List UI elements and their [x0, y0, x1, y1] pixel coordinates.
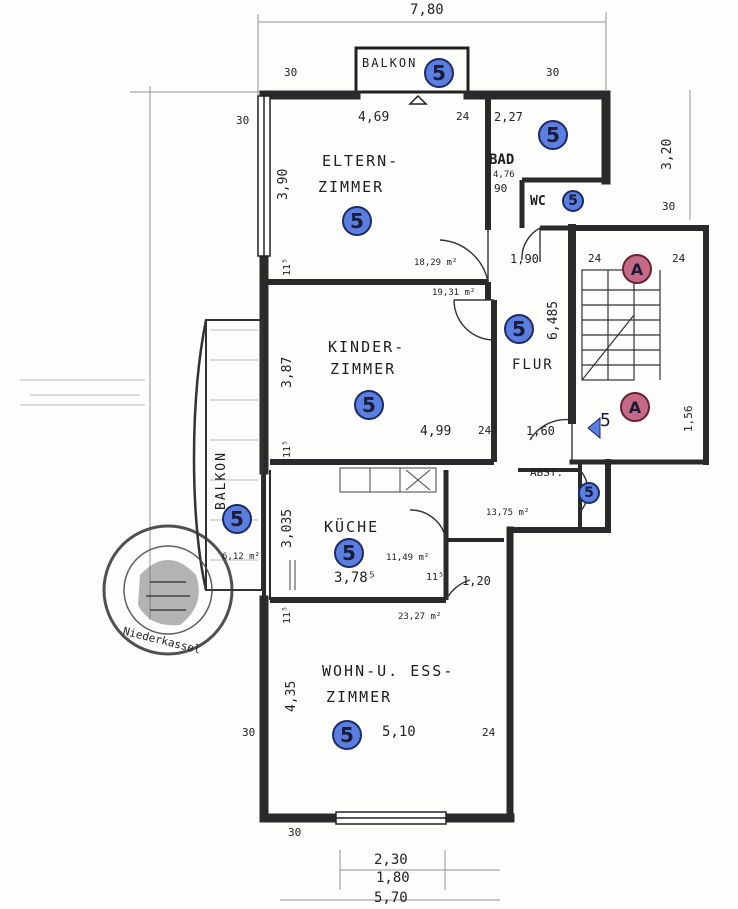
dim-eltern-width: 4,69 — [358, 110, 390, 125]
dim-kinder-height: 3,87 — [280, 356, 295, 388]
wohn-label-2: ZIMMER — [326, 688, 393, 706]
dim-bottom-1: 2,30 — [374, 852, 408, 868]
dim-kueche-door: 1,20 — [462, 574, 491, 588]
marker-5-wall: 5 — [600, 410, 611, 431]
wall-24-d: 24 — [478, 424, 492, 437]
marker-5-flur: 5 — [504, 314, 534, 344]
dim-wohn-area: 23,27 m² — [398, 612, 442, 622]
dim-eltern-area: 18,29 m² — [414, 258, 458, 268]
wall-30-c: 30 — [236, 114, 250, 127]
dim-balkon-area: 6,12 m² — [222, 552, 260, 562]
dim-top-width: 7,80 — [410, 2, 444, 18]
dim-flur-width: 1,60 — [526, 424, 555, 438]
dim-bottom-3: 5,70 — [374, 890, 408, 906]
wall-30-e: 30 — [242, 726, 256, 739]
marker-5-kinder: 5 — [354, 390, 384, 420]
wall-115-d: 11⁵ — [426, 572, 445, 583]
dim-kueche-width: 3,78⁵ — [334, 570, 377, 586]
wall-115-c: 11⁵ — [282, 605, 293, 624]
dim-right-small: 1,56 — [682, 405, 695, 433]
dim-bottom-2: 1,80 — [376, 870, 410, 886]
wohn-label-1: WOHN-U. ESS- — [322, 662, 455, 680]
wall-30-f: 30 — [288, 826, 302, 839]
kinder-label-2: ZIMMER — [330, 360, 397, 378]
marker-a-stair-bottom: A — [620, 392, 650, 422]
flur-label: FLUR — [512, 357, 554, 373]
balkon-side-label: BALKON — [214, 451, 229, 510]
balkon-top-label: BALKON — [362, 56, 418, 70]
dim-bad-wall: 90 — [494, 182, 508, 195]
wall-24-b: 24 — [588, 252, 602, 265]
dim-wohn-width: 5,10 — [382, 724, 416, 740]
marker-5-abst: 5 — [578, 482, 600, 504]
bad-label: BAD — [489, 152, 515, 168]
official-stamp — [102, 524, 234, 656]
dim-abst-area: 13,75 m² — [486, 508, 530, 518]
eltern-label-1: ELTERN- — [322, 152, 400, 170]
wc-label: WC — [530, 194, 546, 209]
marker-5-wohn: 5 — [332, 720, 362, 750]
kueche-label: KÜCHE — [324, 518, 380, 536]
wall-30-a: 30 — [284, 66, 298, 79]
wall-24-c: 24 — [672, 252, 686, 265]
wall-115-b: 11⁵ — [282, 439, 293, 458]
wall-30-b: 30 — [546, 66, 560, 79]
dim-bad-width: 2,27 — [494, 110, 523, 124]
marker-5-balkon-side: 5 — [222, 504, 252, 534]
marker-5-kueche: 5 — [334, 538, 364, 568]
dim-bad-area: 4,76 — [493, 170, 515, 180]
marker-5-eltern: 5 — [342, 206, 372, 236]
dim-wc-door: 1,90 — [510, 252, 539, 266]
dim-right-height: 3,20 — [660, 138, 675, 170]
wall-115-a: 11⁵ — [282, 257, 293, 276]
dim-flur-length: 6,485 — [546, 300, 561, 340]
marker-5-bad: 5 — [538, 120, 568, 150]
dim-kueche-height: 3,035 — [280, 508, 295, 548]
dim-kinder-width: 4,99 — [420, 424, 452, 439]
dim-eltern-height: 3,90 — [276, 168, 291, 200]
wall-30-d: 30 — [662, 200, 676, 213]
abst-label: ABST. — [530, 466, 564, 479]
dim-kinder-area: 19,31 m² — [432, 288, 476, 298]
marker-5-wc: 5 — [562, 190, 584, 212]
dim-kueche-area: 11,49 m² — [386, 553, 430, 563]
marker-a-stair-top: A — [622, 254, 652, 284]
wall-24-e: 24 — [482, 726, 496, 739]
dim-wohn-height: 4,35 — [284, 680, 299, 712]
wall-24-a: 24 — [456, 110, 470, 123]
eltern-label-2: ZIMMER — [318, 178, 385, 196]
marker-5-balkon-top: 5 — [424, 58, 454, 88]
kinder-label-1: KINDER- — [328, 338, 406, 356]
